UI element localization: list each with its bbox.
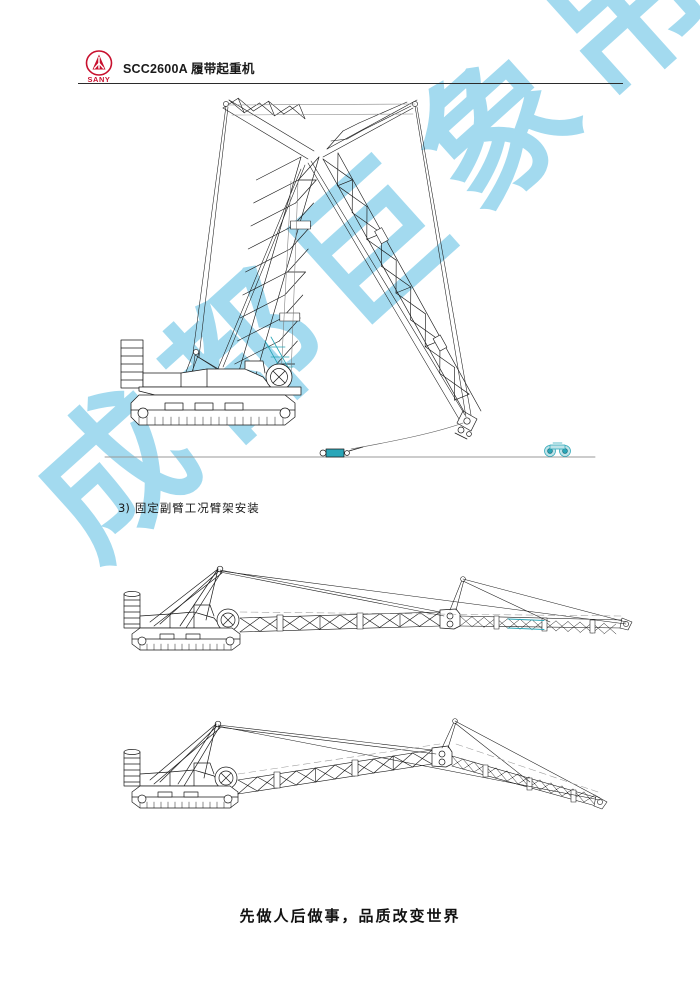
figure-jib-ground-flat xyxy=(110,550,640,665)
caption-text: 固定副臂工况臂架安装 xyxy=(134,501,260,515)
header-divider xyxy=(78,83,623,84)
figure-caption: 3) 固定副臂工况臂架安装 xyxy=(118,500,260,516)
figure-boom-raising xyxy=(95,85,625,470)
sany-logo: SANY xyxy=(78,50,120,84)
figure-jib-ground-flat-drawing xyxy=(123,565,633,651)
caption-number: 3) xyxy=(118,501,130,515)
footer-slogan: 先做人后做事，品质改变世界 xyxy=(239,907,461,925)
header-title: SCC2600A 履带起重机 xyxy=(123,62,255,76)
figure-boom-raising-drawing xyxy=(104,97,596,458)
sany-logo-icon: SANY xyxy=(85,50,113,84)
figure-jib-ground-raising-drawing xyxy=(123,718,608,810)
figure-jib-ground-raising xyxy=(110,710,620,820)
svg-text:SANY: SANY xyxy=(88,75,111,84)
page-header: SANY SCC2600A 履带起重机 xyxy=(78,50,623,86)
